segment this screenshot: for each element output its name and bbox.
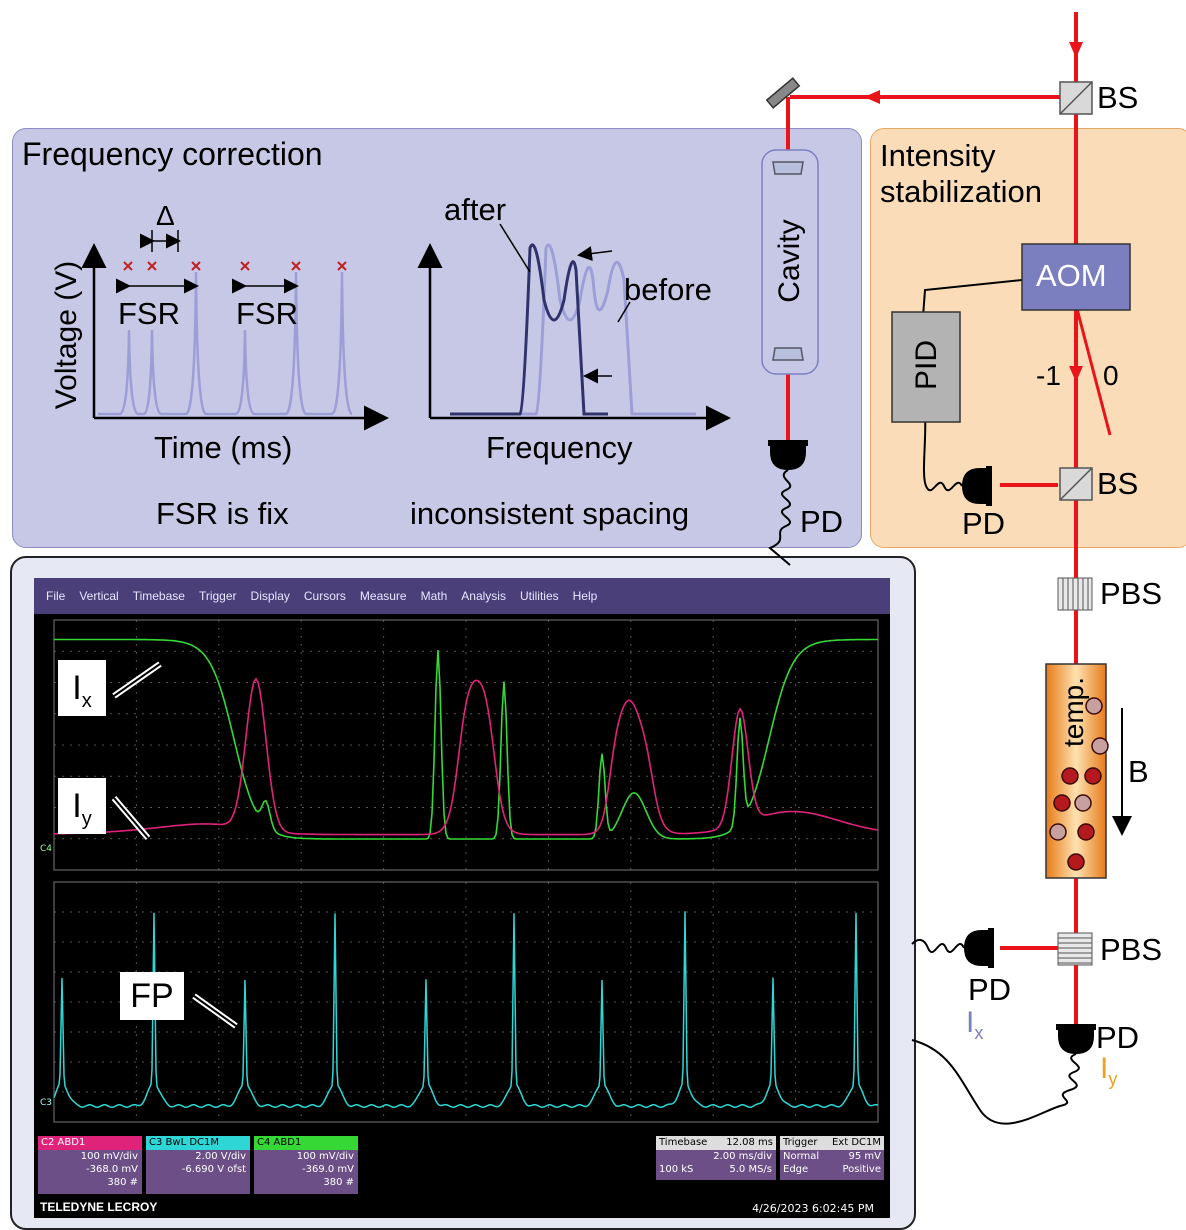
scope-menu-file[interactable]: File	[46, 589, 66, 603]
pbs-top	[1057, 577, 1093, 611]
scope-window: File Vertical Timebase Trigger Display Cursor…	[34, 578, 890, 1218]
scope-menu-math[interactable]: Math	[420, 589, 448, 603]
timestamp-label: 4/26/2023 6:02:45 PM	[752, 1202, 874, 1215]
scope-upper-grid	[53, 619, 879, 871]
temp-label: temp.	[1058, 676, 1089, 748]
channel-box-c2[interactable]: C2 ABD1 100 mV/div -368.0 mV 380 #	[38, 1136, 142, 1194]
pd-x-icon	[911, 928, 994, 968]
pd-y-label: PD	[1096, 1020, 1140, 1055]
channel-box-c4[interactable]: C4 ABD1 100 mV/div -369.0 mV 380 #	[254, 1136, 358, 1194]
scope-label-iy: Iy	[58, 778, 106, 834]
mirror	[765, 77, 801, 109]
scope-menu-analysis[interactable]: Analysis	[461, 589, 506, 603]
fsr-plot	[81, 230, 389, 431]
scope-menu-help[interactable]: Help	[572, 589, 598, 603]
scope-menu-cursors[interactable]: Cursors	[303, 589, 346, 603]
scope-menu-timebase[interactable]: Timebase	[132, 589, 185, 603]
beamsplitter-mid	[1059, 467, 1093, 501]
delta-label: Δ	[156, 200, 175, 231]
order-minus1-label: -1	[1036, 360, 1061, 391]
scope-menubar: File Vertical Timebase Trigger Display Cursor…	[34, 578, 890, 614]
pid-label: PID	[910, 340, 943, 391]
pbs-bottom	[1057, 932, 1093, 966]
frequency-axis-label: Frequency	[486, 430, 633, 465]
atoms	[1049, 697, 1109, 871]
scope-menu-trigger[interactable]: Trigger	[198, 589, 237, 603]
fsr-caption: FSR is fix	[156, 496, 289, 531]
scope-label-fp: FP	[120, 972, 184, 1020]
order-0-label: 0	[1103, 360, 1119, 391]
trace-magenta-iy	[54, 677, 879, 836]
scope-info-bar: C2 ABD1 100 mV/div -368.0 mV 380 # C3 Bw…	[34, 1134, 890, 1218]
scope-menu-utilities[interactable]: Utilities	[519, 589, 559, 603]
channel-box-c3[interactable]: C3 BwL DC1M 2.00 V/div -6.690 V ofst	[146, 1136, 250, 1194]
after-label: after	[444, 192, 507, 227]
scope-label-ix: Ix	[58, 660, 106, 716]
fsr-label-2: FSR	[236, 296, 298, 331]
frequency-correction-panel	[12, 128, 862, 548]
pbs-top-label: PBS	[1100, 576, 1163, 611]
aom-box	[1021, 243, 1131, 311]
ch-marker-c4: C4	[40, 844, 53, 854]
ch-marker-c3: C3	[40, 1098, 53, 1108]
brand-label: TELEDYNE LECROY	[40, 1200, 158, 1214]
scope-menu-vertical[interactable]: Vertical	[79, 589, 119, 603]
pd-x-label: PD	[968, 972, 1012, 1007]
pid-box	[891, 311, 961, 423]
bs-mid-label: BS	[1097, 466, 1139, 501]
scope-menu-display[interactable]: Display	[250, 589, 290, 603]
pd-intensity-label: PD	[962, 506, 1006, 541]
intensity-panel-title-2: stabilization	[880, 174, 1042, 209]
aom-label: AOM	[1036, 258, 1107, 293]
b-field-label: B	[1128, 754, 1149, 789]
fsr-label-1: FSR	[118, 296, 180, 331]
beamsplitter-top	[1059, 81, 1093, 115]
spacing-caption: inconsistent spacing	[410, 496, 690, 531]
scope-menu-measure[interactable]: Measure	[359, 589, 407, 603]
ix-label: Ix	[966, 1006, 984, 1043]
spacing-plot	[417, 223, 731, 431]
intensity-panel-title-1: Intensity	[880, 138, 996, 173]
iy-label: Iy	[1100, 1052, 1118, 1089]
trace-green-ix	[54, 638, 878, 840]
pd-cavity-label: PD	[800, 504, 844, 539]
pd-y-icon	[911, 1024, 1096, 1125]
scope-lower-grid	[53, 881, 879, 1123]
time-axis-label: Time (ms)	[154, 430, 293, 465]
cavity-label: Cavity	[773, 219, 806, 303]
bs-top-label: BS	[1097, 80, 1139, 115]
voltage-axis-label: Voltage (V)	[50, 260, 83, 410]
cavity	[761, 149, 819, 375]
pd-cavity-icon	[768, 440, 808, 566]
trace-cyan-fp	[53, 911, 879, 1108]
pbs-bottom-label: PBS	[1100, 932, 1163, 967]
before-label: before	[624, 272, 712, 307]
frequency-panel-title: Frequency correction	[22, 136, 323, 172]
